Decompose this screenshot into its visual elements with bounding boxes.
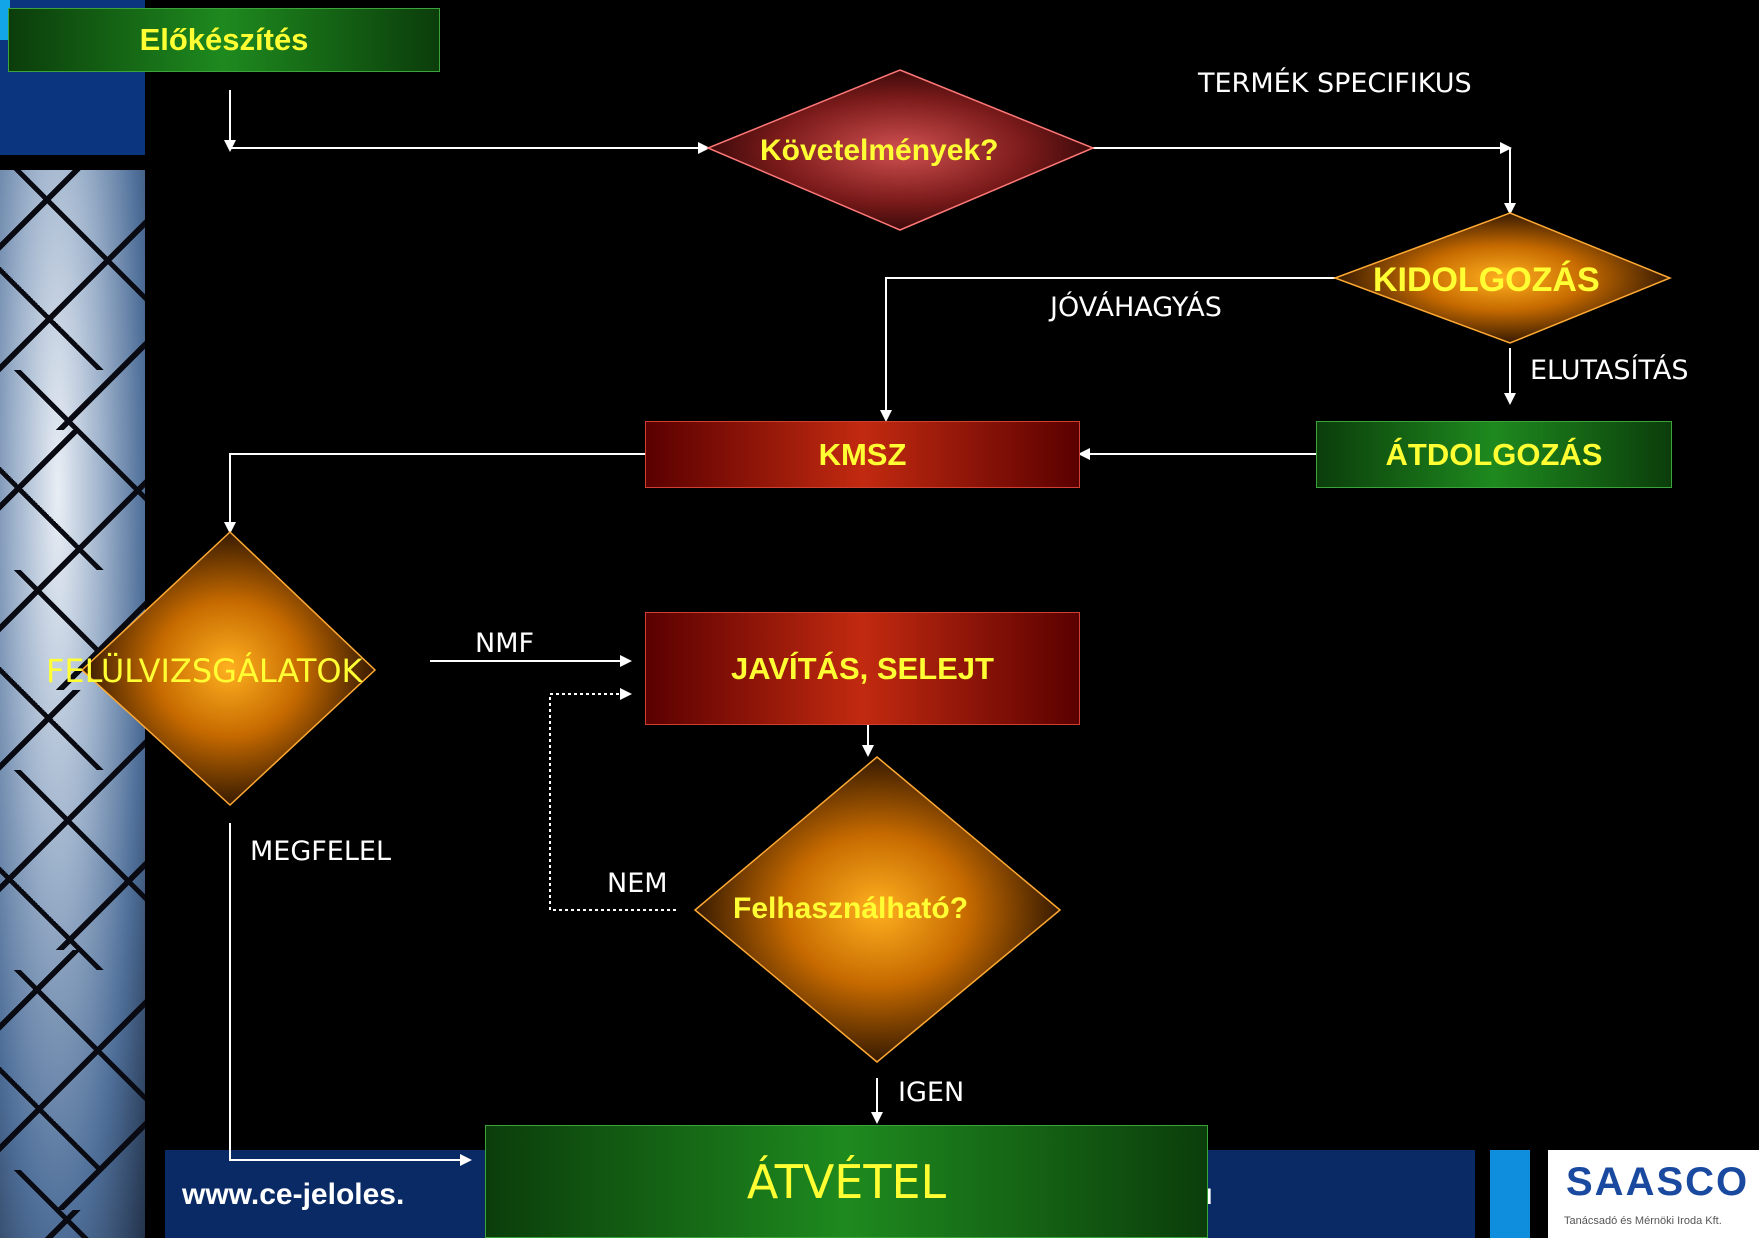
node-elokeszites-label: Előkészítés [139,22,309,57]
decision-felulvizsgalatok-label: FELÜLVIZSGÁLATOK [46,652,363,690]
footer-url-left[interactable]: www.ce-jeloles. [182,1178,405,1211]
logo-tagline: Tanácsadó és Mérnöki Iroda Kft. [1564,1215,1722,1227]
node-javitas-selejt: JAVÍTÁS, SELEJT [645,612,1080,725]
edge-label-megfelel: MEGFELEL [250,836,392,867]
node-atvetel-label: ÁTVÉTEL [746,1154,947,1209]
footer-cyan-block [1490,1150,1530,1238]
decision-felhasznalhato-label: Felhasználható? [733,892,969,925]
edge-label-elutasitas: ELUTASÍTÁS [1530,355,1689,386]
node-kmsz-label: KMSZ [818,436,907,472]
node-atvetel: ÁTVÉTEL [485,1125,1208,1238]
node-atdolgozas: ÁTDOLGOZÁS [1316,421,1672,488]
edge-label-nem: NEM [607,868,668,899]
edge-label-igen: IGEN [898,1077,965,1108]
diamond-felulvizsgalatok [80,530,377,807]
diamond-felhasznalhato [693,756,1062,1063]
node-atdolgozas-label: ÁTDOLGOZÁS [1385,436,1603,472]
saasco-logo [1548,1150,1759,1238]
node-elokeszites: Előkészítés [8,8,440,72]
node-kmsz: KMSZ [645,421,1080,488]
logo-text: SAASCO [1566,1160,1750,1204]
edge-label-nmf: NMF [475,628,535,659]
node-javitas-selejt-label: JAVÍTÁS, SELEJT [731,650,994,686]
diamond-kovetelmenyek [706,69,1095,231]
edge-label-jovahagyas: JÓVÁHAGYÁS [1050,292,1222,323]
cyan-accent [0,0,10,40]
decision-kovetelmenyek-label: Követelmények? [760,134,999,167]
edge-label-termek-specifikus: TERMÉK SPECIFIKUS [1198,68,1472,99]
diamond-kidolgozas [1332,212,1672,344]
decision-kidolgozas-label: KIDOLGOZÁS [1373,261,1600,299]
